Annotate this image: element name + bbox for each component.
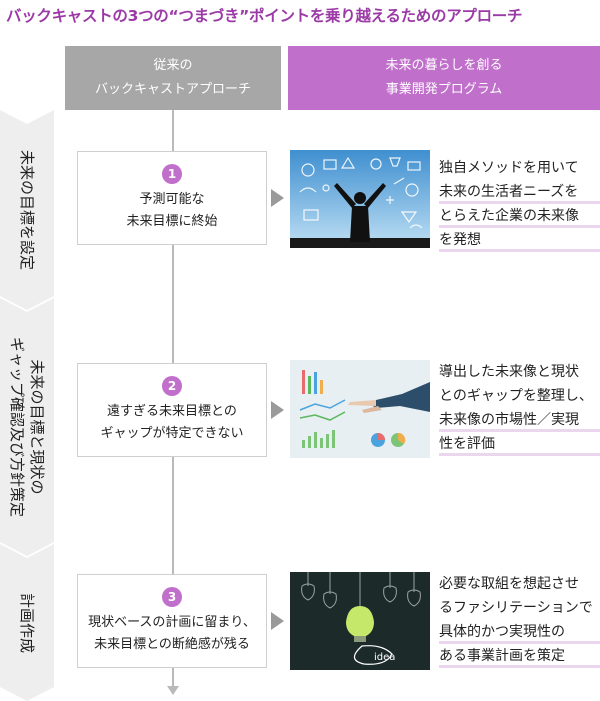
description-line: るファシリテーションで [439,600,593,616]
description-line: 未来像の市場性／実現 [439,408,600,432]
arrow-right-icon [271,189,284,207]
header-line: 事業開発プログラム [385,82,503,97]
step-number-badge: 2 [162,375,182,396]
step-number-badge: 3 [162,586,182,607]
phase-band-2: 未来の目標と現状の ギャップ確認及び方針策定 [0,298,54,556]
problem-text: 現状ベースの計画に留まり、 未来目標との断絶感が残る [88,614,256,652]
description-line: とのギャップを整理し、 [439,388,593,404]
arrow-right-icon [271,612,284,630]
problem-box-1: 1 予測可能な 未来目標に終始 [77,151,267,245]
phase-label: 計画作成 [18,592,36,653]
arrow-right-icon [271,401,284,419]
header-business-program: 未来の暮らしを創る 事業開発プログラム [288,46,600,110]
phase-band-3: 計画作成 [0,544,54,701]
phase-band-1: 未来の目標を設定 [0,110,54,310]
description-line: とらえた企業の未来像 [439,204,600,228]
flow-arrow-down-icon [167,686,179,695]
problem-box-3: 3 現状ベースの計画に留まり、 未来目標との断絶感が残る [77,574,267,668]
step-number-badge: 1 [162,163,182,184]
header-conventional-approach: 従来の バックキャストアプローチ [65,46,281,110]
solution-description-2: 導出した未来像と現状 とのギャップを整理し、 未来像の市場性／実現 性を評価 [439,360,600,456]
header-line: 従来の [153,58,193,73]
problem-text: 遠すぎる未来目標との ギャップが特定できない [100,403,244,441]
description-line: 独自メソッドを用いて [439,160,579,176]
hand-pointing-chart-icon [290,360,430,458]
header-line: バックキャストアプローチ [94,82,251,97]
header-line: 未来の暮らしを創る [385,58,503,73]
phase-label: 未来の目標を設定 [18,149,36,271]
page-title: バックキャストの3つの“つまづき”ポイントを乗り越えるためのアプローチ [6,7,523,25]
image-caption: idea [374,652,395,663]
phase-label: 未来の目標と現状の ギャップ確認及び方針策定 [8,336,46,518]
description-line: 未来の生活者ニーズを [439,180,600,204]
solution-description-1: 独自メソッドを用いて 未来の生活者ニーズを とらえた企業の未来像 を発想 [439,156,600,252]
person-ideas-sketch-icon [290,150,430,248]
description-line: ある事業計画を策定 [439,644,600,668]
problem-text: 予測可能な 未来目標に終始 [126,191,218,229]
description-line: を発想 [439,228,600,252]
problem-box-2: 2 遠すぎる未来目標との ギャップが特定できない [77,363,267,457]
solution-description-3: 必要な取組を想起させ るファシリテーションで 具体的かつ実現性の ある事業計画を… [439,572,600,668]
description-line: 導出した未来像と現状 [439,364,579,380]
lightbulb-idea-icon: idea [290,572,430,670]
description-line: 必要な取組を想起させ [439,576,579,592]
description-line: 性を評価 [439,432,600,456]
description-line: 具体的かつ実現性の [439,620,600,644]
